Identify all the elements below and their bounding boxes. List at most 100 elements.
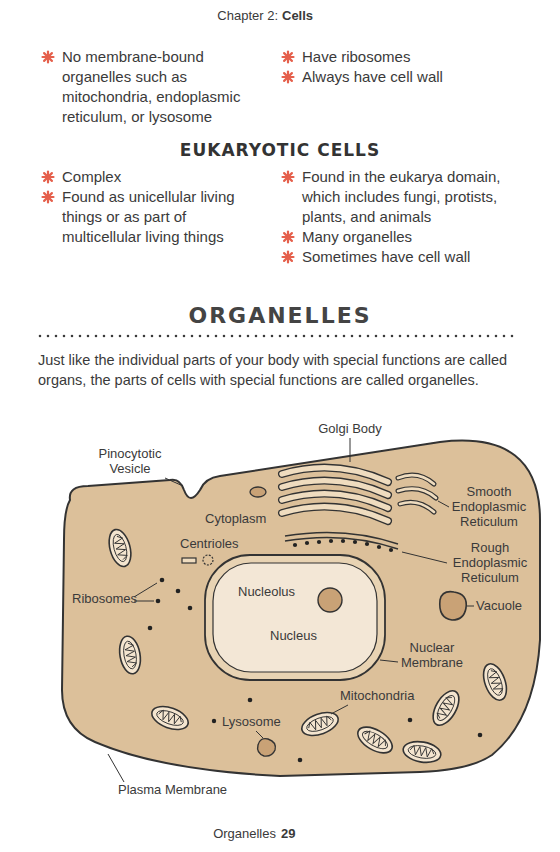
nucleus [213,563,377,672]
smooth-er [398,475,434,484]
section-heading: EUKARYOTIC CELLS [0,140,560,161]
mitochondria [105,527,510,765]
part-label: Lysosome [222,714,281,729]
nucleus [205,555,385,680]
bullet-text: Always have cell wall [302,67,530,87]
mitochondria [149,702,192,734]
vacuole [440,592,467,620]
part-label: Nuclear Membrane [396,640,468,670]
mitochondria [117,635,143,676]
bullet-star [43,52,54,63]
mitochondria [105,527,134,569]
page-footer: Organelles [170,826,276,842]
ribosome-dots [148,578,483,763]
part-label: Centrioles [180,536,239,551]
golgi-body [250,468,388,521]
lysosome [258,739,276,757]
part-label: Pinocytotic Vesicle [90,446,170,476]
leader-lines [134,583,157,597]
centrioles [182,558,196,563]
part-label: Vacuole [476,598,522,613]
body-paragraph: Just like the individual parts of your b… [38,350,532,390]
smooth-er [400,502,434,512]
mitochondria [479,661,511,704]
bullet-text: Sometimes have cell wall [302,247,530,267]
part-label: Ribosomes [72,591,137,606]
running-head: Chapter 2: [170,8,278,24]
smooth-er [398,475,434,484]
smooth-er [398,489,436,498]
bullet-star [284,233,292,241]
leader-lines [108,438,474,782]
bullet-text: Many organelles [302,227,530,247]
bullet-star [44,173,52,181]
mitochondria [402,739,443,765]
rough-er [305,541,309,545]
bullet-text: Found as unicellular living things or as… [62,187,267,247]
part-label: Cytoplasm [205,511,266,526]
rough-er [285,532,398,552]
rough-er [293,543,297,547]
bullet-text: Found in the eukarya domain, which inclu… [302,167,517,227]
leader-lines [108,754,124,782]
leader-lines [380,660,398,662]
smooth-er [400,502,434,512]
nucleus [205,555,385,680]
ribosome-dots [176,589,181,594]
leader-lines [331,705,348,714]
leader-lines [350,438,351,462]
rough-er [377,545,381,549]
rough-er [389,548,393,552]
rough-er [317,540,321,544]
part-label: Smooth Endoplasmic Reticulum [445,484,533,529]
golgi-body [250,487,266,497]
running-head: Cells [282,8,313,24]
rough-er [329,539,333,543]
bullet-star [283,172,294,183]
bullet-star [284,253,292,261]
ribosome-dots [156,599,161,604]
bullet-text: Have ribosomes [302,47,530,67]
ribosome-dots [160,578,165,583]
golgi-body [282,507,388,521]
part-label: Nucleus [270,628,317,643]
bullet-star [43,172,54,183]
leader-lines [438,501,449,507]
lysosome [212,719,216,723]
golgi-body [282,507,388,521]
bullet-star [283,72,294,83]
leader-lines [402,552,447,563]
cell-body [62,441,540,776]
rough-er [353,540,357,544]
bullet-star [284,173,292,181]
bullet-star [44,193,52,201]
mitochondria [354,722,397,758]
dotted-rule [40,335,520,338]
page-number: 29 [281,826,295,842]
centrioles [182,555,213,565]
bullet-star [283,232,294,243]
mitochondria [299,708,342,740]
ribosome-dots [408,718,413,723]
ribosome-dots [298,758,303,763]
rough-er [285,537,398,549]
bullet-text: Complex [62,167,267,187]
rough-er [365,542,369,546]
part-label: Mitochondria [340,688,414,703]
ribosome-dots [148,626,153,631]
cell-body [62,441,540,776]
leader-lines [467,606,474,607]
nucleus [318,588,342,612]
part-label: Golgi Body [310,421,390,436]
bullet-text: No membrane-bound organelles such as mit… [62,47,267,127]
smooth-er [398,475,436,512]
leader-lines [256,731,263,738]
vacuole [440,592,467,620]
part-label: Plasma Membrane [118,782,227,797]
bullet-star [283,252,294,263]
rough-er [293,539,393,552]
bullet-star [283,52,294,63]
bullet-star [284,73,292,81]
rough-er [341,539,345,543]
ribosome-dots [248,698,253,703]
